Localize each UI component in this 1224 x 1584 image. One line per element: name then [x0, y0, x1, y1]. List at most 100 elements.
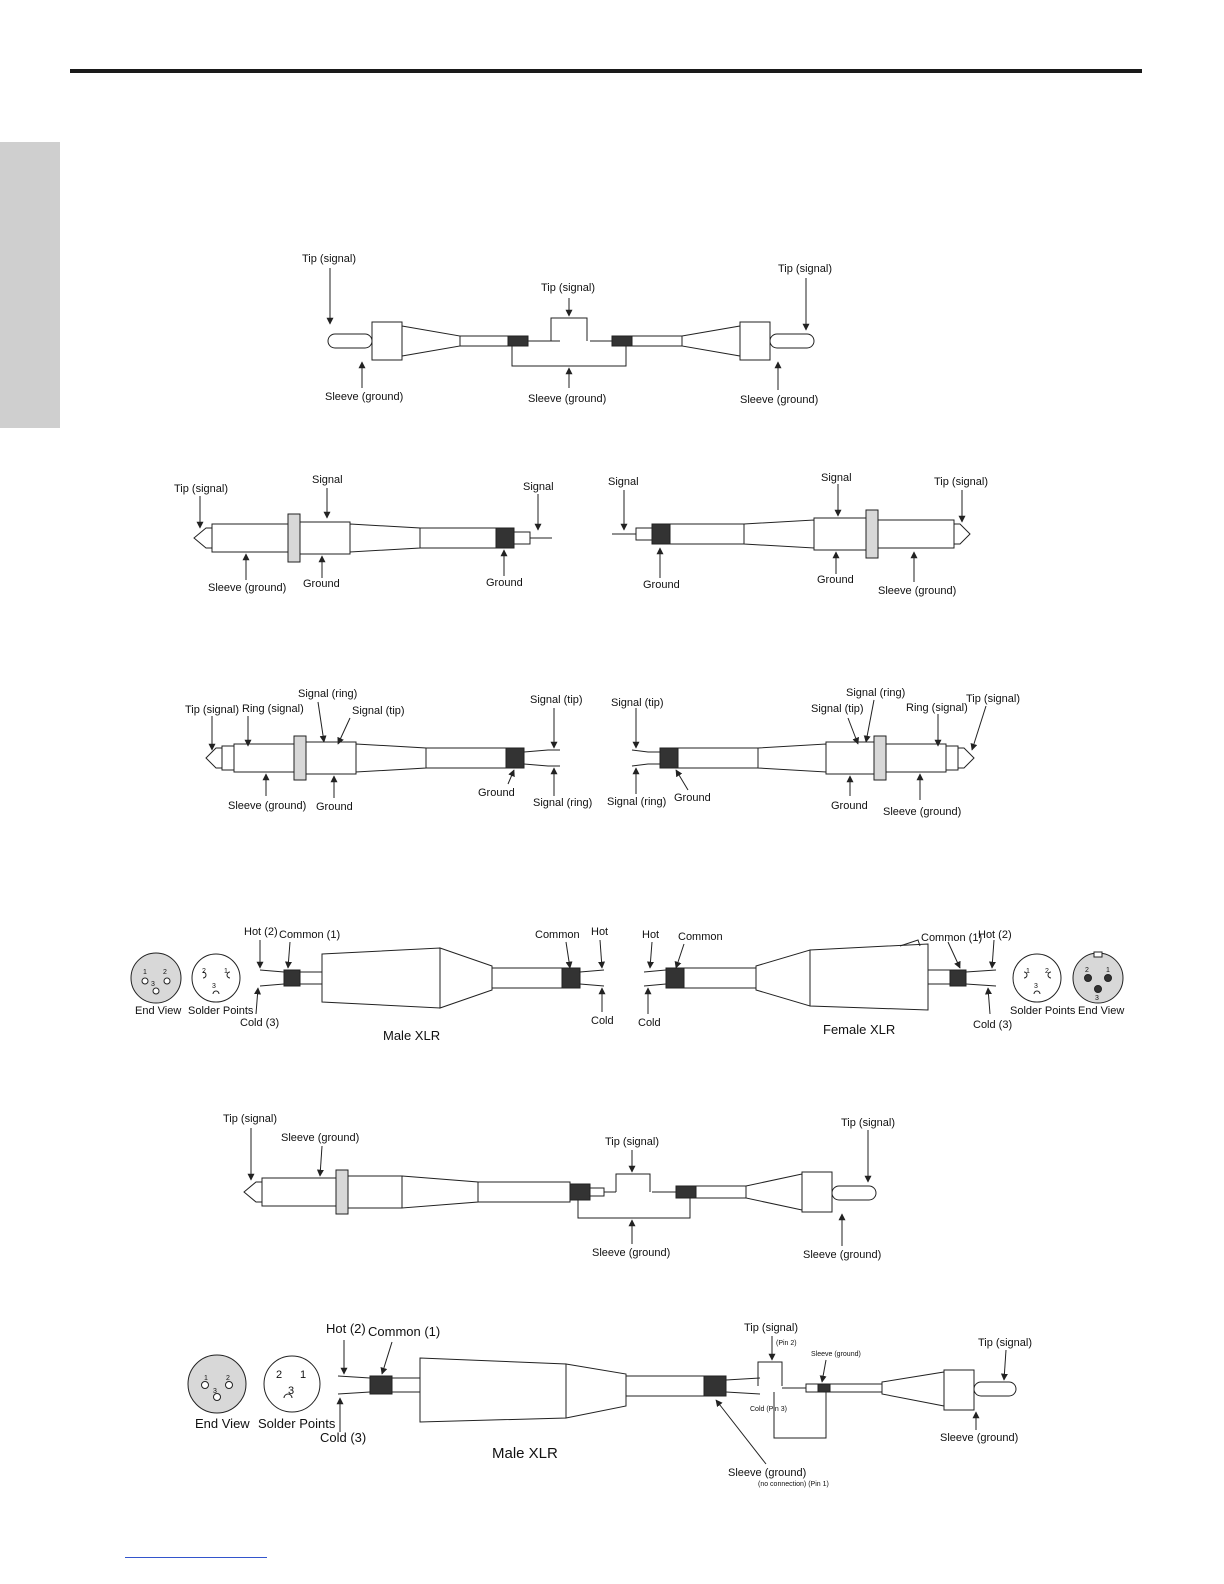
- label-tip-signal: Tip (signal): [605, 1136, 659, 1148]
- label-sleeve-ground-small: Sleeve (ground): [811, 1351, 861, 1358]
- trs-plug-left-diagram: Tip (signal) Ring (signal) Signal (ring)…: [185, 688, 592, 813]
- label-tip-signal: Tip (signal): [778, 263, 832, 275]
- label-signal-ring: Signal (ring): [533, 797, 592, 809]
- label-cold-3: Cold (3): [320, 1430, 366, 1445]
- label-tip-signal: Tip (signal): [541, 282, 595, 294]
- label-sleeve-ground: Sleeve (ground): [940, 1432, 1018, 1444]
- label-sleeve-ground: Sleeve (ground): [803, 1249, 881, 1261]
- trs-sleeve: [885, 743, 947, 773]
- cable-jacket: [625, 1375, 705, 1397]
- svg-text:1: 1: [1026, 968, 1030, 975]
- cable-jacket: [631, 335, 683, 347]
- xlr-female-diagram: 1 2 3 2 1 3 Hot Common Cold Female XLR C…: [638, 929, 1124, 1037]
- xlr-to-rca-diagram: 1 2 3 2 1 3: [187, 1321, 1032, 1488]
- label-hot-2: Hot (2): [326, 1321, 366, 1336]
- label-sleeve-ground: Sleeve (ground): [228, 800, 306, 812]
- svg-text:2: 2: [163, 969, 167, 976]
- label-male-xlr: Male XLR: [383, 1028, 440, 1043]
- shield-braid: [561, 967, 581, 989]
- label-signal: Signal: [523, 481, 554, 493]
- label-ground: Ground: [831, 800, 868, 812]
- rca-plug-right: [881, 1369, 1017, 1411]
- svg-text:2: 2: [276, 1369, 282, 1381]
- label-common-1: Common (1): [368, 1324, 440, 1339]
- svg-text:1: 1: [204, 1375, 208, 1382]
- cable-jacket: [695, 1185, 747, 1199]
- label-signal-ring: Signal (ring): [607, 796, 666, 808]
- svg-text:1: 1: [1106, 967, 1110, 974]
- svg-text:1: 1: [300, 1369, 306, 1381]
- label-hot: Hot: [591, 926, 608, 938]
- ts-sleeve: [211, 523, 289, 553]
- ts-plug-left-diagram: Tip (signal) Signal Signal Sleeve (groun…: [174, 474, 554, 594]
- label-male-xlr: Male XLR: [492, 1445, 558, 1462]
- label-ground: Ground: [817, 574, 854, 586]
- xlr-male-end-view: 1 2 3: [187, 1354, 247, 1414]
- threaded-collar: [287, 513, 301, 563]
- label-tip-signal: Tip (signal): [223, 1113, 277, 1125]
- label-sleeve-ground: Sleeve (ground): [728, 1467, 806, 1479]
- label-sleeve-ground: Sleeve (ground): [528, 393, 606, 405]
- shield-braid: [659, 747, 679, 769]
- label-tip-signal: Tip (signal): [934, 476, 988, 488]
- shield-braid: [703, 1375, 727, 1397]
- svg-text:1: 1: [224, 968, 228, 975]
- xlr-male-solder-points: 2 1 3: [263, 1355, 321, 1413]
- svg-text:3: 3: [1095, 995, 1099, 1002]
- label-signal-tip: Signal (tip): [530, 694, 583, 706]
- label-ground: Ground: [316, 801, 353, 813]
- shield-braid: [675, 1185, 697, 1199]
- ts-sleeve: [877, 519, 955, 549]
- label-solder-points: Solder Points: [258, 1416, 336, 1431]
- svg-text:2: 2: [202, 968, 206, 975]
- label-solder-points: Solder Points: [1010, 1005, 1076, 1017]
- svg-text:2: 2: [226, 1375, 230, 1382]
- label-ground: Ground: [478, 787, 515, 799]
- label-ring-signal: Ring (signal): [906, 702, 968, 714]
- svg-text:3: 3: [212, 983, 216, 990]
- cable-jacket: [683, 967, 757, 989]
- ts-to-rca-diagram: Tip (signal) Sleeve (ground) Tip (signal…: [223, 1113, 895, 1261]
- label-common: Common: [678, 931, 723, 943]
- label-ground: Ground: [486, 577, 523, 589]
- xlr-male-diagram: 1 2 3 2 1 3 Hot (2) Common (1) End: [130, 926, 614, 1043]
- xlr-male-body: [321, 947, 441, 1009]
- shield-braid: [665, 967, 685, 989]
- label-ground: Ground: [643, 579, 680, 591]
- label-signal: Signal: [821, 472, 852, 484]
- header-rule: [70, 69, 1142, 73]
- label-sleeve-ground: Sleeve (ground): [325, 391, 403, 403]
- trs-plug-right-diagram: Signal (tip) Signal (tip) Signal (ring) …: [607, 687, 1020, 818]
- rca-plug-right: [681, 321, 815, 361]
- label-signal: Signal: [608, 476, 639, 488]
- shield-braid: [507, 335, 529, 347]
- footer-link-underline: [125, 1557, 267, 1558]
- label-signal-tip: Signal (tip): [352, 705, 405, 717]
- svg-text:1: 1: [143, 969, 147, 976]
- svg-text:3: 3: [213, 1388, 217, 1395]
- threaded-collar: [873, 735, 887, 781]
- label-signal-ring: Signal (ring): [298, 688, 357, 700]
- svg-text:3: 3: [288, 1385, 294, 1397]
- label-signal: Signal: [312, 474, 343, 486]
- label-sleeve-ground: Sleeve (ground): [878, 585, 956, 597]
- label-hot-2: Hot (2): [244, 926, 278, 938]
- rca-plug-right: [745, 1171, 877, 1213]
- cable-jacket: [491, 967, 563, 989]
- label-common-1: Common (1): [921, 932, 982, 944]
- cable-jacket: [677, 747, 759, 769]
- label-common-1: Common (1): [279, 929, 340, 941]
- label-tip-signal: Tip (signal): [966, 693, 1020, 705]
- shield-braid: [817, 1383, 831, 1393]
- label-no-connection-pin1: (no connection) (Pin 1): [758, 1481, 829, 1488]
- label-hot-2: Hot (2): [978, 929, 1012, 941]
- shield-braid: [495, 527, 515, 549]
- rca-plug-left: [327, 321, 461, 361]
- label-cold: Cold: [591, 1015, 614, 1027]
- xlr-male-body: [419, 1357, 567, 1423]
- cable-jacket: [419, 527, 497, 549]
- label-tip-signal: Tip (signal): [744, 1322, 798, 1334]
- xlr-male-solder-points: 2 1 3: [191, 953, 241, 1003]
- label-sleeve-ground: Sleeve (ground): [883, 806, 961, 818]
